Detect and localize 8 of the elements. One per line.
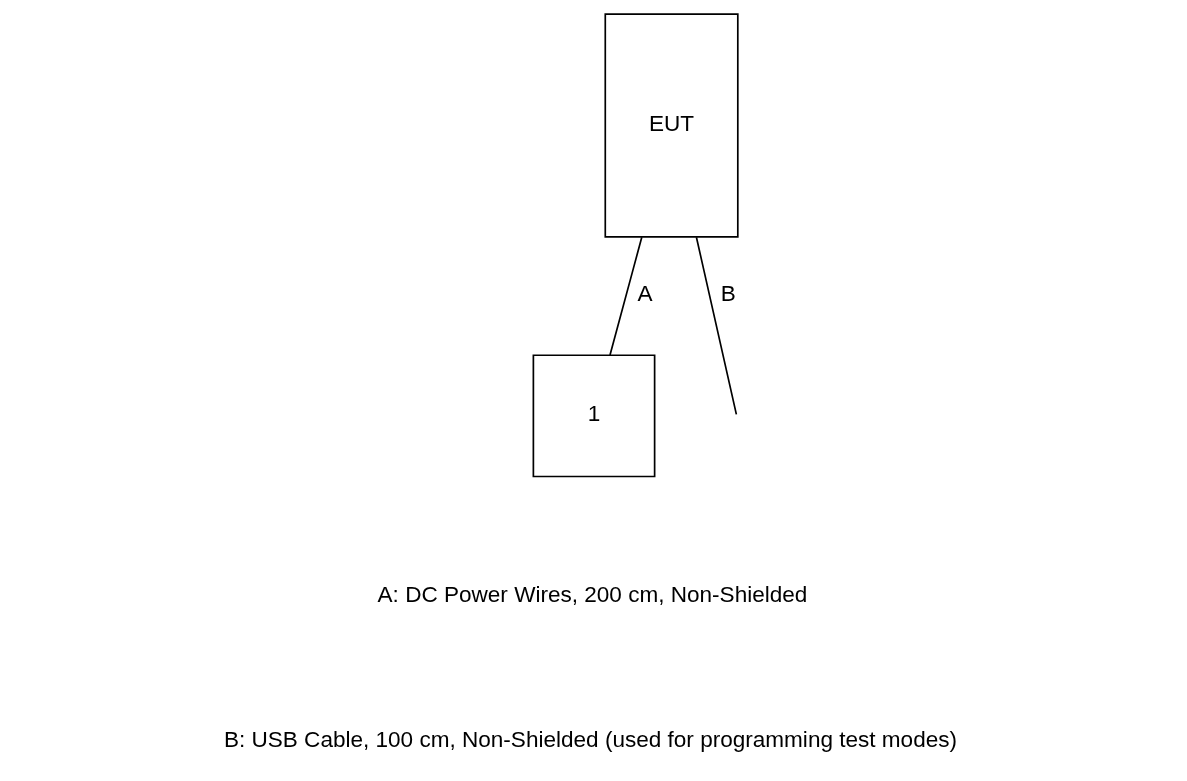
edge-label: A: [637, 281, 651, 307]
label: A: DC Power Wires, 200 cm, Non-Shielded: [377, 581, 807, 607]
node-box: EUT: [603, 13, 739, 238]
connector: [695, 236, 737, 416]
node-box: 1: [532, 354, 655, 478]
connector: [608, 236, 643, 356]
edge-label: B: [720, 281, 736, 307]
label: B: USB Cable, 100 cm, Non-Shielded (used for programming test modes): [223, 726, 957, 752]
